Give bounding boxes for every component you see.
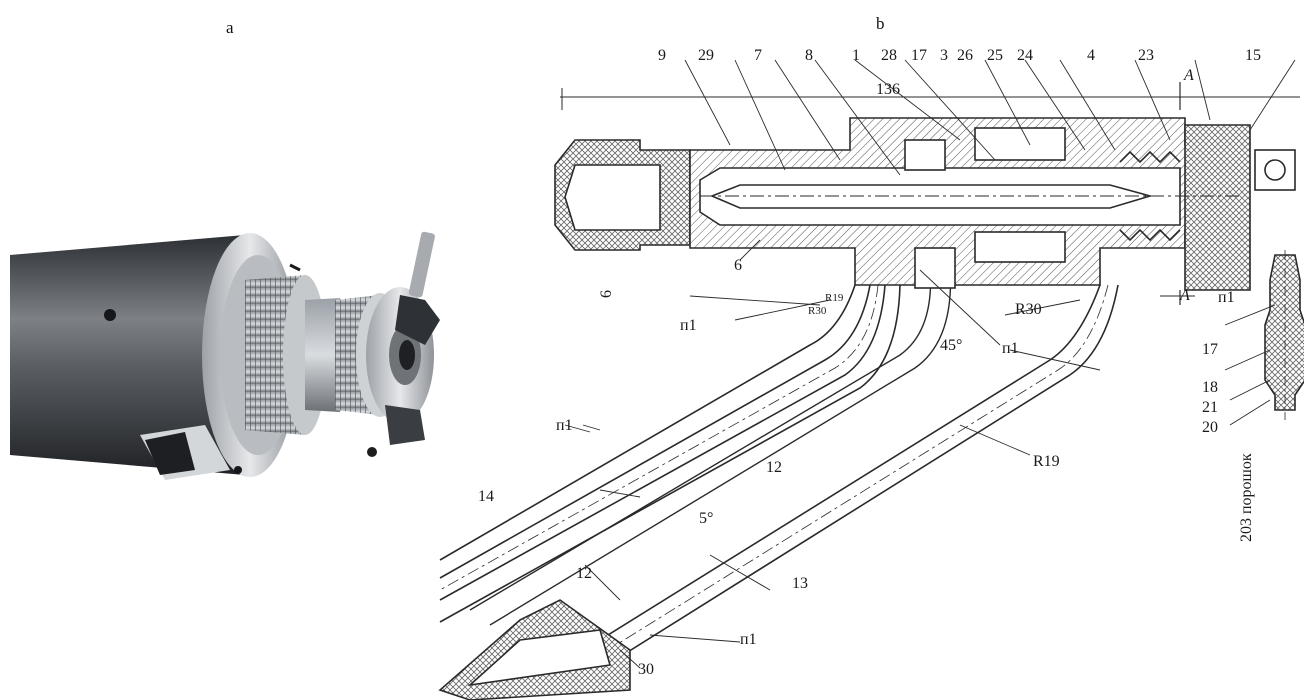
label-14: 14 — [478, 488, 494, 505]
label-3: 3 — [940, 47, 948, 64]
label-12-upper: 12 — [766, 459, 782, 476]
label-p1-center: п1 — [1002, 340, 1019, 357]
label-r19: R19 — [1033, 453, 1060, 470]
label-7: 7 — [754, 47, 762, 64]
label-p1-nozzle: п1 — [740, 631, 757, 648]
label-9: 9 — [658, 47, 666, 64]
label-p1-right: п1 — [1218, 289, 1235, 306]
label-8: 8 — [805, 47, 813, 64]
label-5deg: 5° — [699, 510, 714, 527]
panel-label-a: a — [226, 18, 234, 37]
label-24: 24 — [1017, 47, 1033, 64]
photo-spray-head — [10, 231, 440, 480]
label-r30-small: R30 — [808, 305, 827, 317]
label-section-a-bottom: A — [1180, 287, 1190, 304]
label-13: 13 — [792, 575, 808, 592]
label-section-a-top: A — [1184, 67, 1194, 84]
label-15: 15 — [1245, 47, 1261, 64]
label-28: 28 — [881, 47, 897, 64]
label-p1-tube: п1 — [556, 417, 573, 434]
label-21: 21 — [1202, 399, 1218, 416]
label-18: 18 — [1202, 379, 1218, 396]
label-6: 6 — [734, 257, 742, 274]
label-r19-small: R19 — [825, 292, 844, 304]
label-17-top: 17 — [911, 47, 927, 64]
label-r30: R30 — [1015, 301, 1042, 318]
label-23: 23 — [1138, 47, 1154, 64]
label-1: 1 — [852, 47, 860, 64]
label-p1-left: п1 — [680, 317, 697, 334]
label-20: 20 — [1202, 419, 1218, 436]
label-12-lower: 12 — [576, 565, 592, 582]
label-29: 29 — [698, 47, 714, 64]
label-6-vertical: 6 — [598, 290, 615, 298]
label-4: 4 — [1087, 47, 1095, 64]
label-30: 30 — [638, 661, 654, 678]
label-26: 26 — [957, 47, 973, 64]
label-25: 25 — [987, 47, 1003, 64]
panel-label-b: b — [876, 14, 885, 33]
label-136: 136 — [876, 81, 900, 98]
label-powder: 203 порошок — [1238, 453, 1255, 542]
label-45deg: 45° — [940, 337, 963, 354]
label-17-right: 17 — [1202, 341, 1218, 358]
